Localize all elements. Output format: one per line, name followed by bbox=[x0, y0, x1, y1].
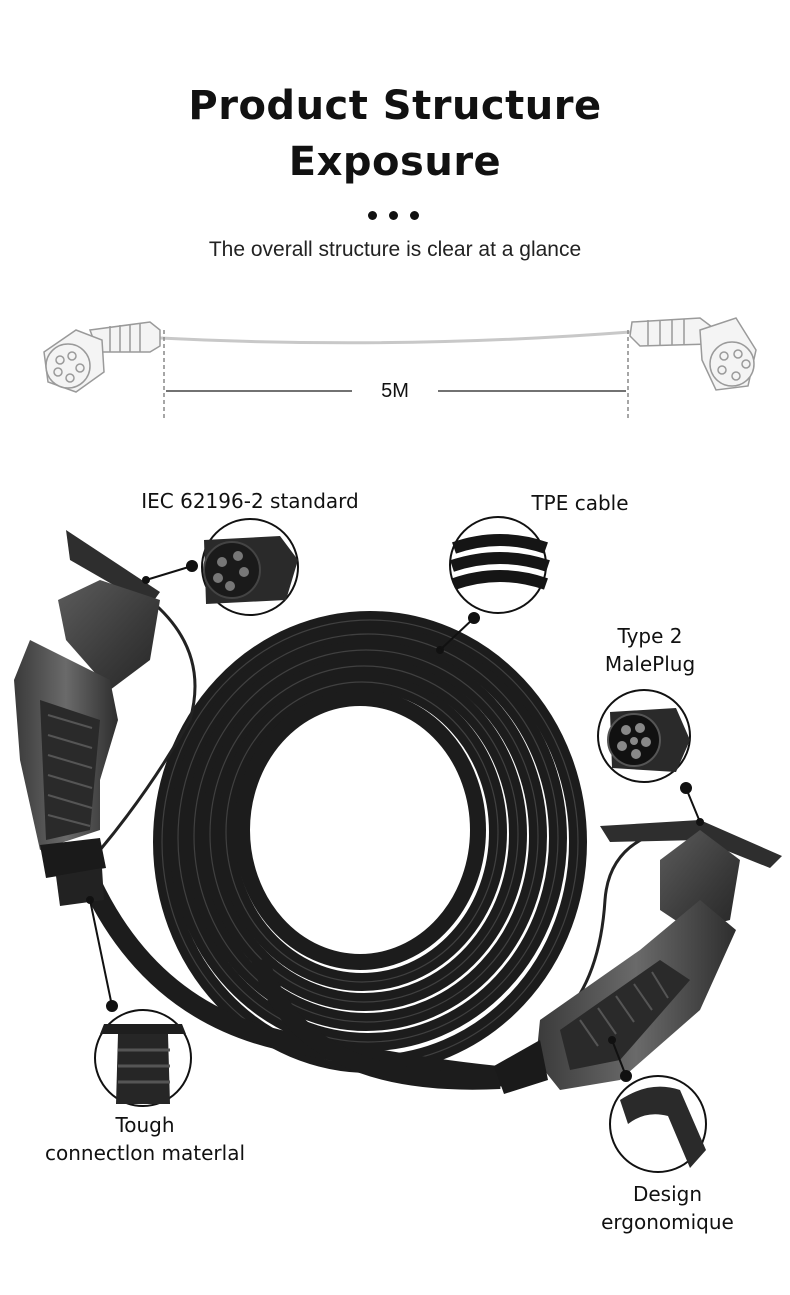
label-tough-connection: Tough connectlon materlal bbox=[20, 1111, 270, 1167]
label-tough-line2: connectlon materlal bbox=[44, 1141, 246, 1165]
cable-length-diagram bbox=[43, 317, 757, 420]
label-design-line1: Design bbox=[632, 1182, 703, 1206]
coiled-cable bbox=[153, 611, 587, 1073]
cable-length-label: 5M bbox=[381, 380, 409, 402]
right-plug bbox=[494, 820, 782, 1094]
title-line-2: Exposure bbox=[288, 139, 502, 185]
label-tough-line1: Tough bbox=[115, 1113, 175, 1137]
label-iec-standard: IEC 62196-2 standard bbox=[141, 489, 359, 513]
connection-material-detail-circle bbox=[94, 1009, 192, 1107]
label-type2-line1: Type 2 bbox=[617, 624, 683, 648]
page-subtitle: The overall structure is clear at a glan… bbox=[208, 238, 582, 261]
ergonomic-grip-detail-circle bbox=[609, 1075, 707, 1173]
page-title: Product Structure Exposure bbox=[0, 78, 790, 190]
title-line-1: Product Structure bbox=[188, 83, 602, 129]
iec-socket-detail-circle bbox=[201, 518, 299, 616]
left-connector-outline bbox=[43, 321, 161, 393]
type2-plug-detail-circle bbox=[597, 689, 691, 783]
label-tpe-cable: TPE cable bbox=[531, 491, 629, 515]
left-plug bbox=[14, 530, 160, 906]
label-design-ergonomic: Design ergonomique bbox=[580, 1180, 755, 1236]
label-type2-line2: MalePlug bbox=[604, 652, 696, 676]
right-connector-outline bbox=[629, 317, 757, 391]
label-design-line2: ergonomique bbox=[601, 1210, 734, 1234]
label-type2-plug: Type 2 MalePlug bbox=[570, 622, 730, 678]
ellipsis-dots bbox=[368, 211, 424, 223]
tpe-cable-detail-circle bbox=[449, 516, 550, 614]
